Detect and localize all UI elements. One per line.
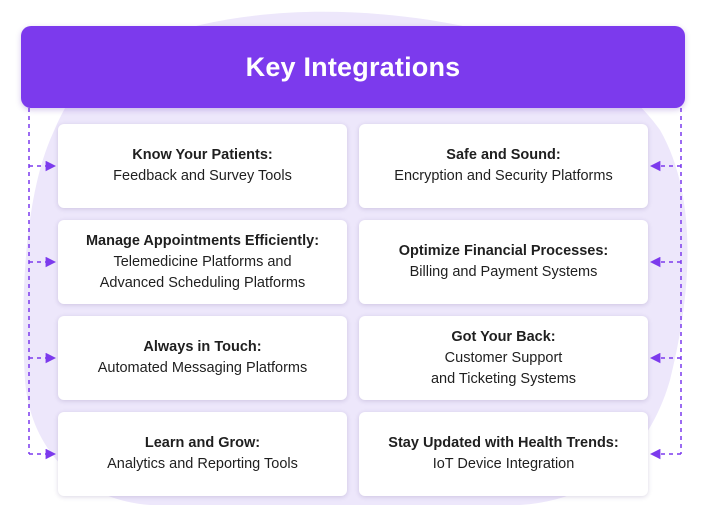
card-always-in-touch: Always in Touch: Automated Messaging Pla…	[58, 316, 347, 400]
card-title: Manage Appointments Efficiently:	[85, 232, 320, 249]
card-description: Customer Support	[444, 349, 563, 366]
card-optimize-financial: Optimize Financial Processes: Billing an…	[359, 220, 648, 304]
card-description: Feedback and Survey Tools	[113, 168, 292, 184]
card-title: Always in Touch:	[143, 339, 262, 355]
header-banner: Key Integrations	[21, 26, 685, 108]
card-title: Know Your Patients:	[132, 147, 273, 163]
card-description: Automated Messaging Platforms	[97, 360, 308, 376]
card-description: Analytics and Reporting Tools	[107, 456, 298, 472]
card-manage-appointments: Manage Appointments Efficiently: Telemed…	[58, 220, 347, 304]
card-title: Stay Updated with Health Trends:	[388, 435, 619, 451]
card-know-your-patients: Know Your Patients: Feedback and Survey …	[58, 124, 347, 208]
card-title: Learn and Grow:	[144, 435, 261, 451]
card-got-your-back: Got Your Back: Customer Support and Tick…	[359, 316, 648, 400]
card-title: Optimize Financial Processes:	[398, 243, 609, 259]
card-title: Got Your Back:	[451, 328, 556, 345]
card-description: Telemedicine Platforms and	[113, 253, 292, 270]
card-title: Safe and Sound:	[446, 147, 561, 163]
card-learn-and-grow: Learn and Grow: Analytics and Reporting …	[58, 412, 347, 496]
card-safe-and-sound: Safe and Sound: Encryption and Security …	[359, 124, 648, 208]
card-description: Encryption and Security Platforms	[394, 168, 613, 184]
card-health-trends: Stay Updated with Health Trends: IoT Dev…	[359, 412, 648, 496]
card-description: and Ticketing Systems	[430, 370, 577, 387]
card-description: IoT Device Integration	[432, 456, 575, 472]
page-title: Key Integrations	[245, 51, 461, 82]
card-description: Billing and Payment Systems	[409, 264, 598, 280]
card-description: Advanced Scheduling Platforms	[99, 274, 306, 291]
